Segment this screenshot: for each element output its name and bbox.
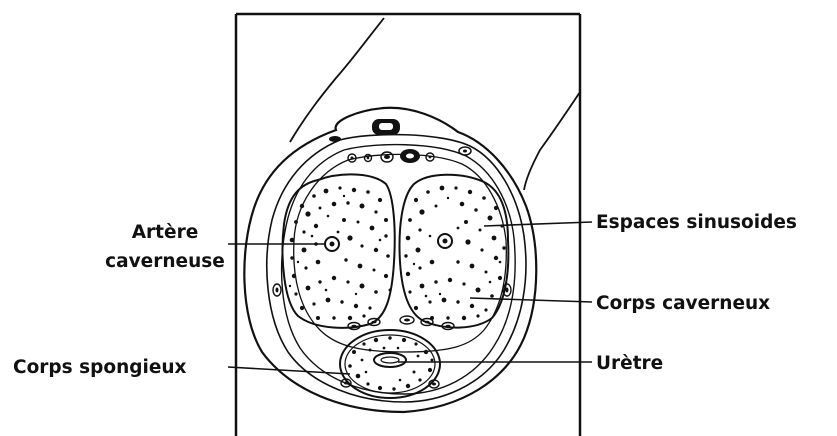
shaft-outline [290,18,580,190]
label-artere-caverneuse-line2: caverneuse [105,251,225,272]
leader-espaces-sinusoides [484,222,592,226]
sinusoid-texture-right [404,186,505,321]
deep-vessels [348,316,454,330]
label-artere-caverneuse-line1: Artère [132,222,199,243]
leader-corps-caverneux [470,298,592,302]
corpus-cavernosum-left [283,174,395,327]
leader-corps-spongieux [228,367,350,374]
corpus-spongiosum [340,330,440,398]
label-uretre: Urètre [596,353,663,374]
corpus-cavernosum-right [400,175,509,328]
leader-lines [228,222,592,374]
urethra-lumen [374,353,406,367]
label-corps-spongieux: Corps spongieux [13,357,187,378]
dorsal-vessel-left [329,136,341,142]
sinusoid-texture-left [289,186,392,320]
label-corps-caverneux: Corps caverneux [596,293,770,314]
label-espaces-sinusoides: Espaces sinusoides [596,212,797,233]
